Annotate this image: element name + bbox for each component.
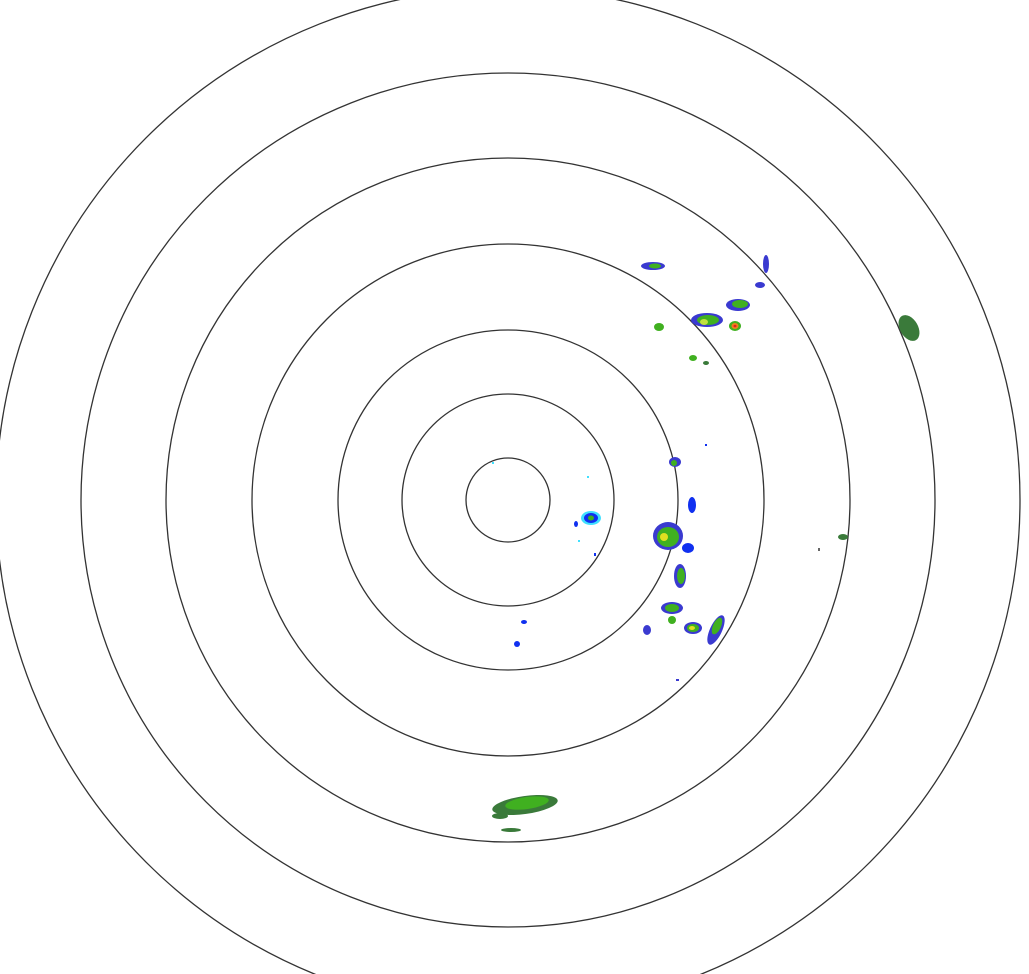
echo-cluster-northeast bbox=[641, 255, 769, 365]
range-ring-3 bbox=[337, 329, 679, 671]
range-ring-5 bbox=[165, 157, 851, 843]
range-ring-4 bbox=[251, 243, 765, 757]
echo-cluster-east bbox=[643, 444, 725, 681]
echo-cluster-near bbox=[492, 462, 601, 647]
range-ring-2 bbox=[401, 393, 615, 607]
echo-far-east bbox=[818, 315, 920, 551]
precipitation-echoes bbox=[492, 255, 920, 832]
range-ring-6 bbox=[80, 72, 936, 928]
echo-cluster-south bbox=[492, 794, 558, 832]
range-ring-1 bbox=[465, 457, 551, 543]
